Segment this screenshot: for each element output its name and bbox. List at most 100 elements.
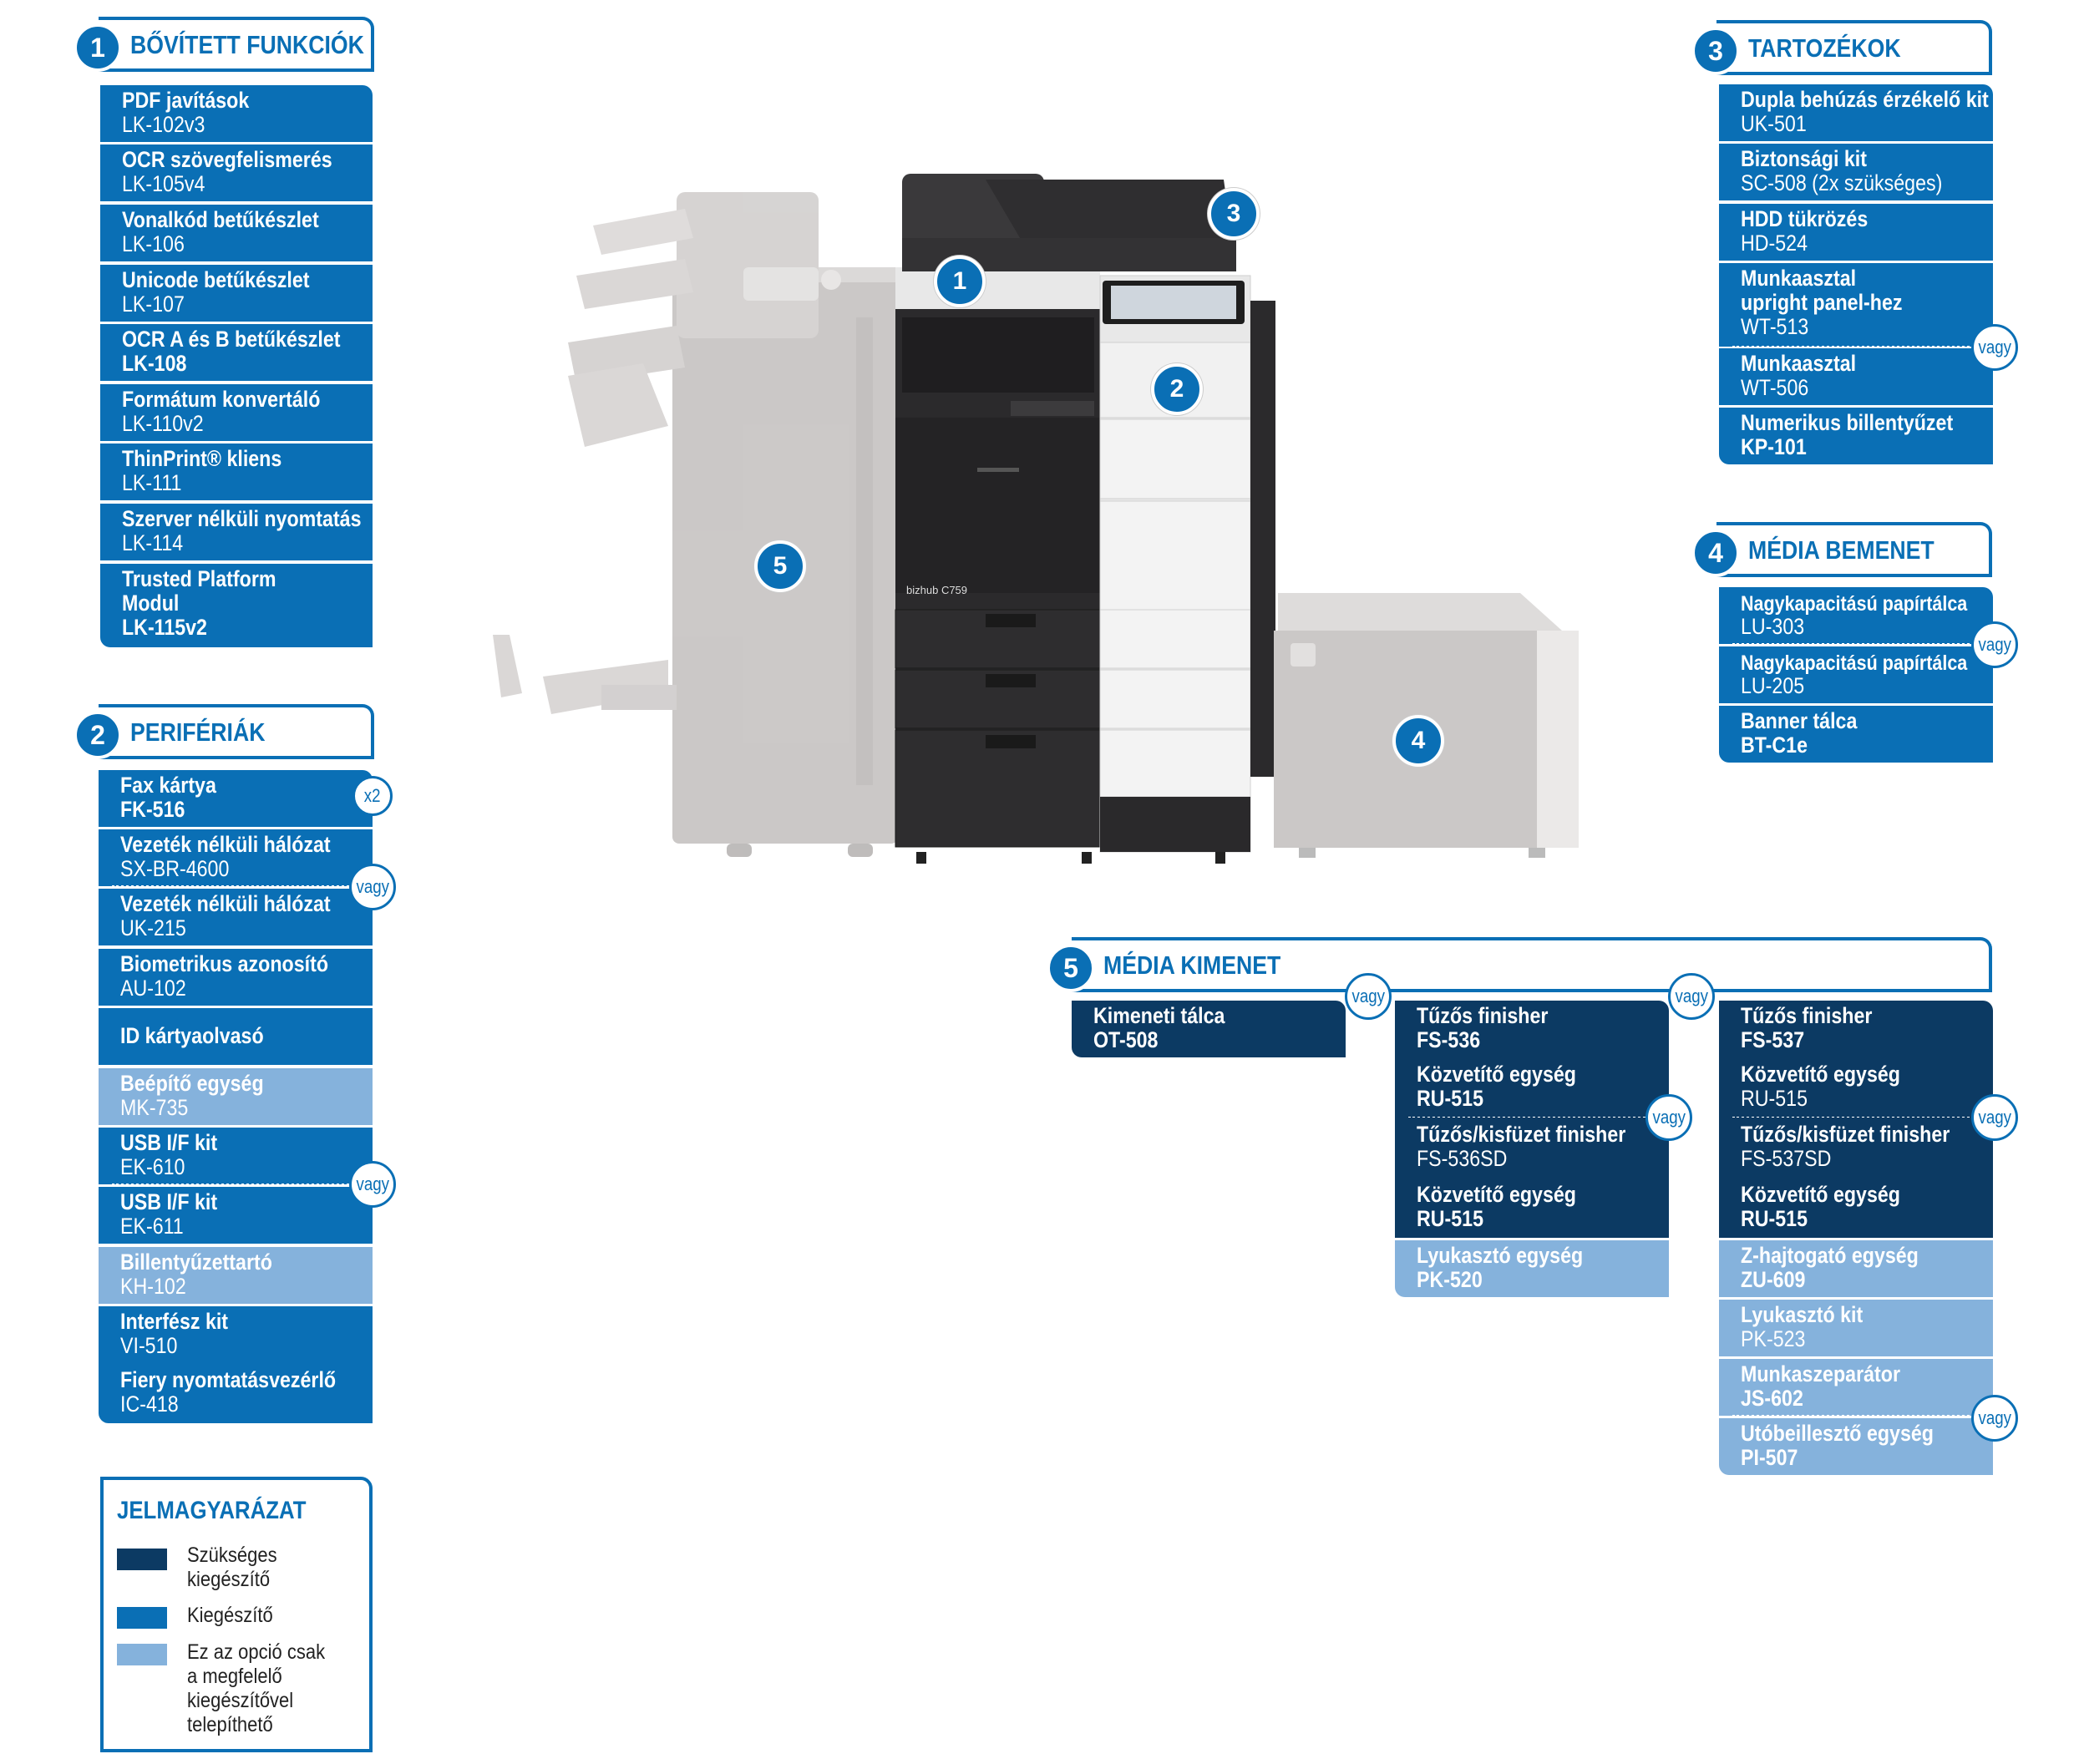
option-ek-611[interactable]: USB I/F kit EK-611 [99, 1187, 373, 1244]
or-separator [1732, 1415, 1980, 1417]
option-name: PDF javítások [122, 88, 250, 113]
option-wt-513[interactable]: Munkaasztal upright panel-hez WT-513 [1719, 263, 1993, 348]
option-code: BT-C1e [1741, 732, 1808, 758]
option-name: Trusted Platform [122, 566, 276, 591]
option-js-602[interactable]: Munkaszeparátor JS-602 [1719, 1359, 1993, 1417]
option-hd-524[interactable]: HDD tükrözés HD-524 [1719, 204, 1993, 261]
option-sc-508[interactable]: Biztonsági kit SC-508 (2x szükséges) [1719, 144, 1993, 200]
option-bt-c1e[interactable]: Banner tálca BT-C1e [1719, 706, 1993, 763]
option-pi-507[interactable]: Utóbeillesztő egység PI-507 [1719, 1418, 1993, 1475]
option-code: SX-BR-4600 [120, 856, 230, 881]
section-title: MÉDIA BEMENET [1748, 535, 1934, 565]
option-lk-108[interactable]: OCR A és B betűkészlet LK-108 [100, 324, 373, 381]
or-badge: vagy [1971, 1094, 2018, 1141]
option-code: PK-520 [1417, 1267, 1483, 1292]
or-separator [112, 1184, 359, 1186]
option-name: Billentyűzettartó [120, 1250, 272, 1275]
option-lk-105v4[interactable]: OCR szövegfelismerés LK-105v4 [100, 144, 373, 201]
callout-5-media-output: 5 [754, 540, 806, 592]
option-name: OCR szövegfelismerés [122, 147, 332, 172]
legend-swatch-required [117, 1549, 167, 1570]
x2-badge: x2 [352, 776, 393, 816]
option-code: KP-101 [1741, 434, 1807, 459]
option-code: LK-105v4 [122, 171, 205, 196]
legend-text-optional: Kiegészítő [187, 1604, 273, 1627]
option-lk-111[interactable]: ThinPrint® kliens LK-111 [100, 444, 373, 500]
option-code: RU-515 [1741, 1206, 1808, 1231]
option-code: LK-106 [122, 231, 185, 256]
option-code: LK-111 [122, 470, 182, 495]
option-lk-115v2[interactable]: Trusted Platform Modul LK-115v2 [100, 564, 373, 647]
option-uk-215[interactable]: Vezeték nélküli hálózat UK-215 [99, 889, 373, 945]
option-id-card-reader[interactable]: ID kártyaolvasó [99, 1008, 373, 1065]
option-fk-516[interactable]: Fax kártya FK-516 [99, 770, 373, 827]
option-code: PK-523 [1741, 1326, 1806, 1351]
option-ek-610[interactable]: USB I/F kit EK-610 [99, 1128, 373, 1186]
badge-text: vagy [1978, 1107, 2011, 1128]
option-lk-106[interactable]: Vonalkód betűkészlet LK-106 [100, 205, 373, 261]
option-code: HD-524 [1741, 231, 1808, 256]
badge-text: vagy [1675, 986, 1708, 1006]
option-lk-110v2[interactable]: Formátum konvertáló LK-110v2 [100, 384, 373, 441]
section-title: MÉDIA KIMENET [1103, 950, 1281, 980]
option-code: ZU-609 [1741, 1267, 1806, 1292]
option-mk-735[interactable]: Beépítő egység MK-735 [99, 1068, 373, 1125]
option-code: LU-205 [1741, 673, 1805, 698]
option-au-102[interactable]: Biometrikus azonosító AU-102 [99, 949, 373, 1006]
option-name: Munkaszeparátor [1741, 1361, 1900, 1386]
option-ru-515-d[interactable]: Közvetítő egység RU-515 [1719, 1178, 1993, 1238]
option-fs-537[interactable]: Tűzős finisher FS-537 [1719, 1001, 1993, 1057]
option-code: LK-102v3 [122, 112, 205, 137]
or-separator [1732, 346, 1980, 348]
option-fs-536sd[interactable]: Tűzős/kisfüzet finisher FS-536SD [1395, 1118, 1669, 1178]
option-name: Közvetítő egység [1417, 1062, 1576, 1087]
option-code: PI-507 [1741, 1445, 1798, 1470]
option-wt-506[interactable]: Munkaasztal WT-506 [1719, 348, 1993, 405]
option-fs-536[interactable]: Tűzős finisher FS-536 [1395, 1001, 1669, 1057]
option-lu-205[interactable]: Nagykapacitású papírtálca LU-205 [1719, 646, 1993, 703]
option-name: Fax kártya [120, 773, 216, 798]
option-lk-107[interactable]: Unicode betűkészlet LK-107 [100, 265, 373, 322]
option-sx-br-4600[interactable]: Vezeték nélküli hálózat SX-BR-4600 [99, 829, 373, 888]
or-badge: vagy [1668, 973, 1715, 1020]
section-number: 5 [1047, 944, 1095, 992]
option-name: Biometrikus azonosító [120, 951, 329, 976]
option-lu-303[interactable]: Nagykapacitású papírtálca LU-303 [1719, 587, 1993, 646]
option-ot-508[interactable]: Kimeneti tálca OT-508 [1072, 1001, 1346, 1057]
option-kh-102[interactable]: Billentyűzettartó KH-102 [99, 1247, 373, 1304]
badge-text: vagy [356, 1173, 389, 1194]
option-name-line2: Modul [122, 591, 180, 616]
option-ru-515-c[interactable]: Közvetítő egység RU-515 [1719, 1057, 1993, 1119]
option-name: Nagykapacitású papírtálca [1741, 651, 1968, 675]
or-badge: vagy [1645, 1094, 1692, 1141]
option-pk-520[interactable]: Lyukasztó egység PK-520 [1395, 1240, 1669, 1297]
legend-text-required: Szükséges kiegészítő [187, 1544, 277, 1591]
or-separator [112, 885, 359, 888]
option-code: LK-108 [122, 351, 187, 376]
option-code: FS-536 [1417, 1027, 1481, 1052]
option-pk-523[interactable]: Lyukasztó kit PK-523 [1719, 1300, 1993, 1356]
badge-text: vagy [1351, 986, 1385, 1006]
or-badge: vagy [1971, 324, 2018, 371]
option-lk-114[interactable]: Szerver nélküli nyomtatás LK-114 [100, 504, 373, 560]
option-ru-515[interactable]: Közvetítő egység RU-515 [1395, 1057, 1669, 1119]
option-ru-515-b[interactable]: Közvetítő egység RU-515 [1395, 1178, 1669, 1238]
option-lk-102v3[interactable]: PDF javítások LK-102v3 [100, 85, 373, 142]
option-ic-418[interactable]: Fiery nyomtatásvezérlő IC-418 [99, 1365, 373, 1423]
legend-title: JELMAGYARÁZAT [117, 1497, 307, 1524]
option-name: OCR A és B betűkészlet [122, 327, 341, 352]
option-name: Vezeték nélküli hálózat [120, 832, 331, 857]
option-kp-101[interactable]: Numerikus billentyűzet KP-101 [1719, 408, 1993, 464]
option-uk-501[interactable]: Dupla behúzás érzékelő kit UK-501 [1719, 84, 1993, 141]
option-zu-609[interactable]: Z-hajtogató egység ZU-609 [1719, 1240, 1993, 1297]
option-code: EK-610 [120, 1154, 185, 1179]
option-code: IC-418 [120, 1391, 179, 1417]
option-code: UK-215 [120, 915, 186, 940]
option-vi-510[interactable]: Interfész kit VI-510 [99, 1306, 373, 1366]
option-code: LU-303 [1741, 614, 1805, 639]
section-number: 1 [74, 23, 122, 72]
section-header-accessories: 3 TARTOZÉKOK [1691, 20, 1992, 75]
option-fs-537sd[interactable]: Tűzős/kisfüzet finisher FS-537SD [1719, 1118, 1993, 1178]
option-name: Közvetítő egység [1741, 1182, 1900, 1207]
option-code: KH-102 [120, 1274, 186, 1299]
